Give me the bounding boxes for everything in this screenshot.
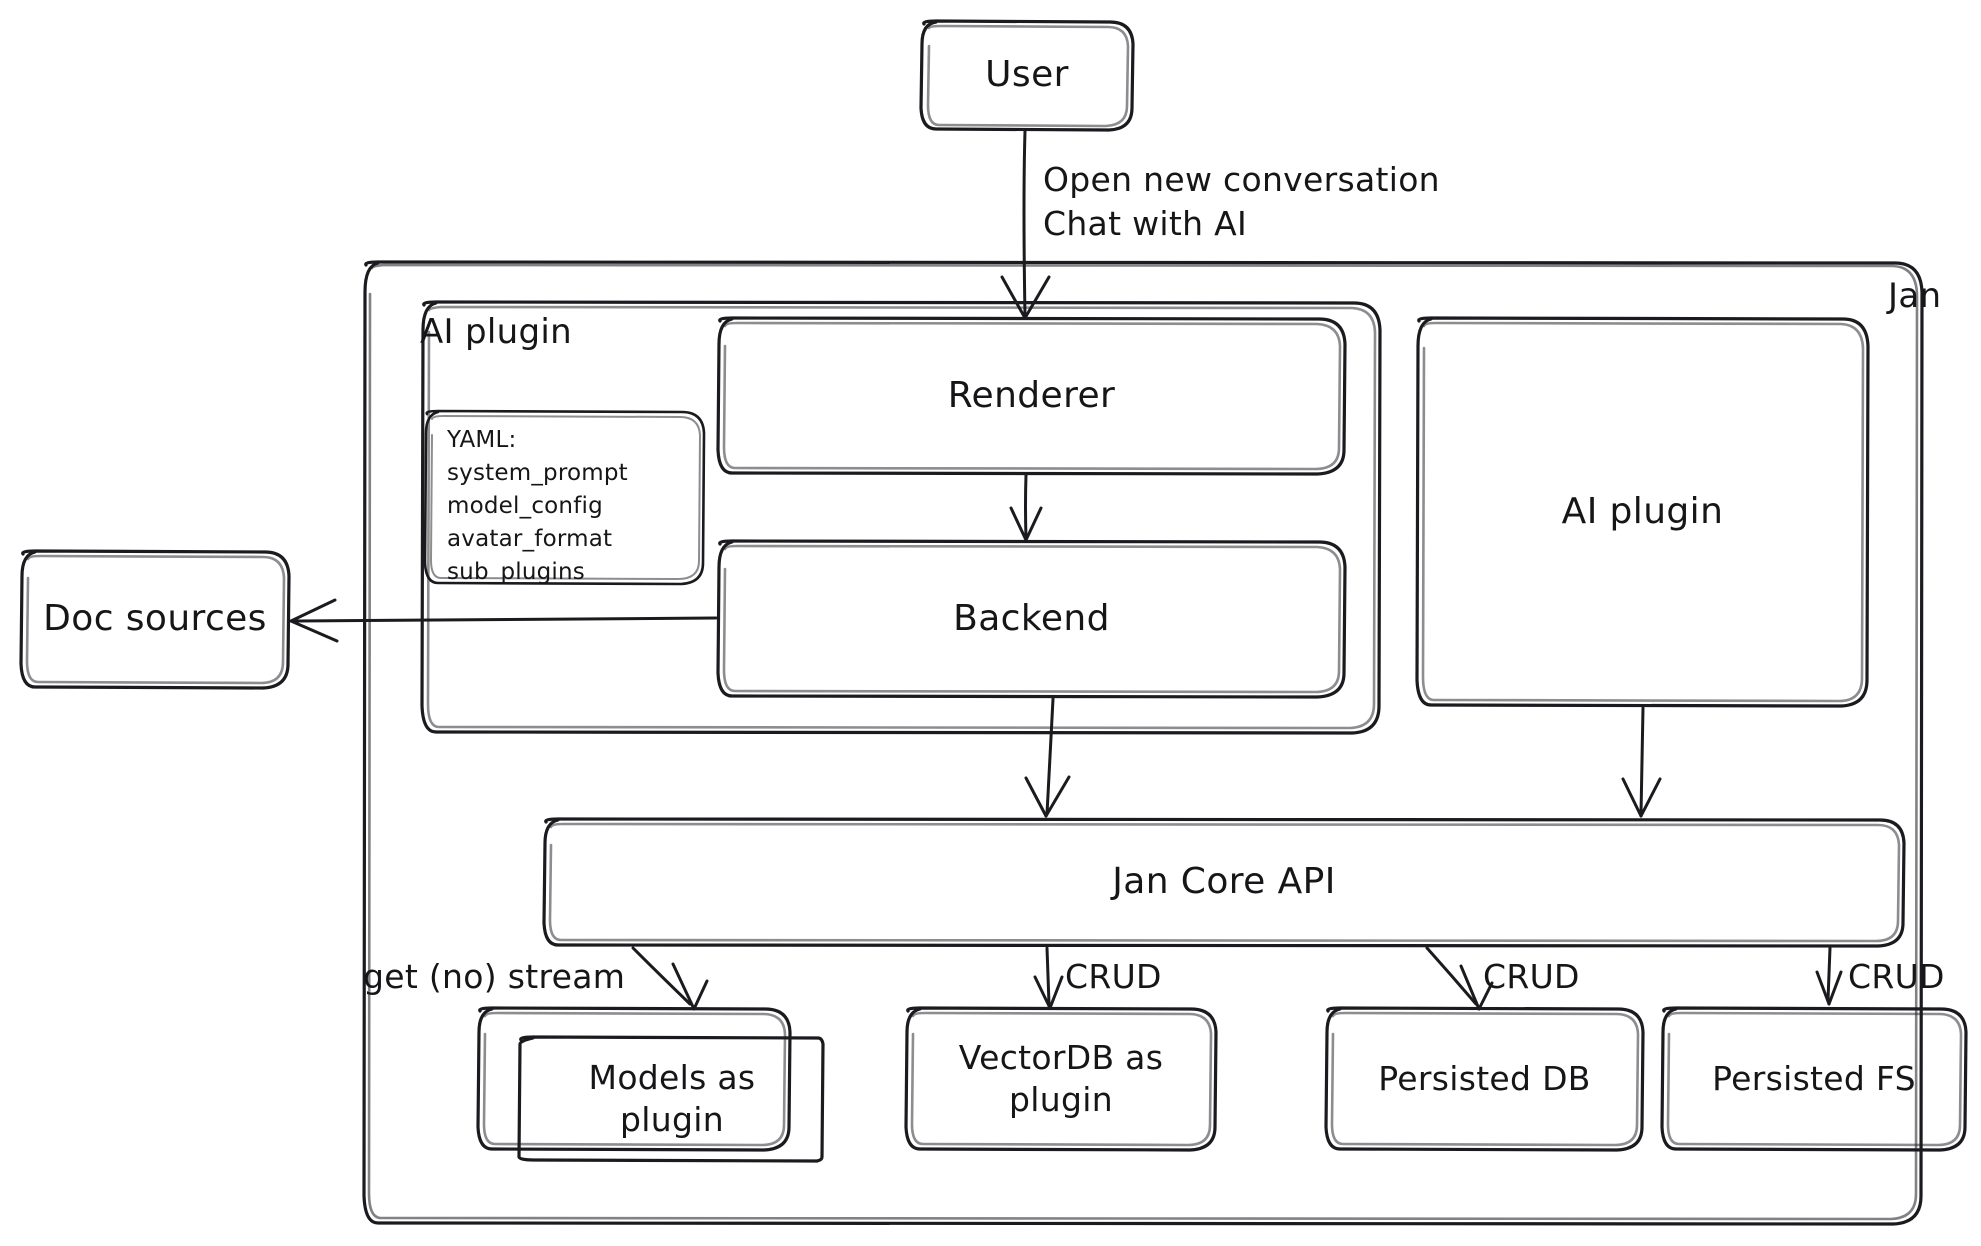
edge-core-api-to-models bbox=[631, 946, 709, 1011]
group-jan-border bbox=[362, 260, 1924, 1226]
node-models-plugin-front-box bbox=[517, 1035, 825, 1163]
edge-core-api-to-vectordb bbox=[1033, 946, 1064, 1010]
edge-renderer-to-backend bbox=[1009, 473, 1043, 542]
node-jan-core-api-box bbox=[542, 817, 1906, 948]
node-persisted-db-box bbox=[1324, 1006, 1645, 1152]
node-doc-sources-box bbox=[19, 549, 291, 690]
group-ai-plugin-border bbox=[420, 300, 1382, 735]
node-models-plugin-back-box bbox=[476, 1006, 792, 1152]
edge-backend-to-doc-sources bbox=[289, 598, 718, 643]
node-persisted-fs-box bbox=[1660, 1006, 1968, 1152]
yaml-card-box bbox=[423, 409, 706, 586]
node-ai-plugin-right-box bbox=[1415, 316, 1870, 708]
edge-user-to-renderer bbox=[1000, 129, 1051, 320]
node-backend-box bbox=[716, 539, 1347, 699]
node-renderer-box bbox=[716, 316, 1347, 476]
node-vectordb-plugin-box bbox=[904, 1006, 1218, 1152]
node-user-box bbox=[919, 19, 1135, 132]
edge-backend-to-core-api bbox=[1024, 697, 1071, 818]
edge-ai-plugin-to-core-api bbox=[1621, 706, 1662, 818]
edge-core-api-to-persisted-fs bbox=[1815, 946, 1843, 1006]
edge-core-api-to-persisted-db bbox=[1425, 946, 1494, 1011]
